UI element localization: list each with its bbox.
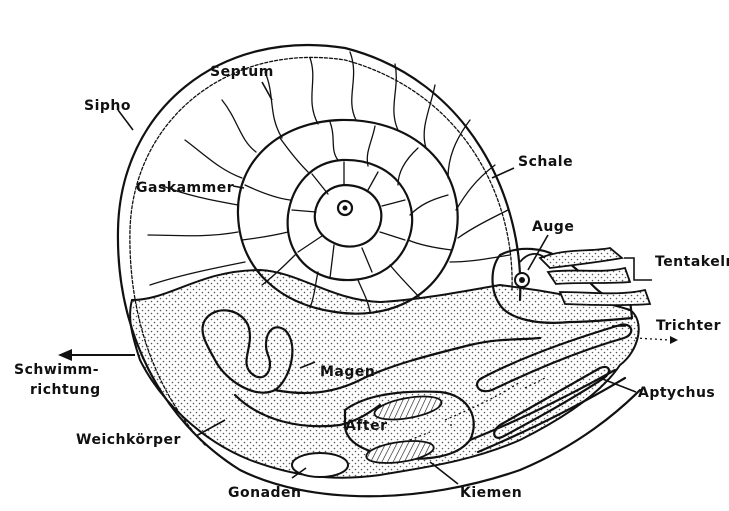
- label-kiemen: Kiemen: [460, 485, 522, 501]
- septa-center: [292, 162, 405, 278]
- inner-whorl: [238, 120, 458, 314]
- kiemen-leader: [430, 462, 458, 484]
- label-magen: Magen: [320, 364, 375, 380]
- gonaden-shape: [292, 453, 348, 477]
- label-auge: Auge: [532, 219, 574, 235]
- label-gonaden: Gonaden: [228, 485, 302, 501]
- label-trichter: Trichter: [656, 318, 721, 334]
- label-septum: Septum: [210, 64, 274, 80]
- auge-leader: [528, 235, 548, 270]
- label-weichkoerper: Weichkörper: [76, 432, 181, 448]
- label-schwimm: Schwimm-: [14, 362, 99, 378]
- septa-outer: [148, 52, 510, 285]
- label-sipho: Sipho: [84, 98, 131, 114]
- swim-direction-arrow: [58, 349, 135, 361]
- label-aptychus: Aptychus: [638, 385, 715, 401]
- label-after: After: [345, 418, 388, 434]
- label-richtung: richtung: [30, 382, 101, 398]
- inner-whorl-2: [288, 160, 413, 280]
- inner-whorl-3: [315, 185, 382, 247]
- label-tentakeln: Tentakeln: [655, 254, 729, 270]
- label-gaskammer: Gaskammer: [136, 180, 234, 196]
- label-schale: Schale: [518, 154, 573, 170]
- flow-arrow-3: [635, 338, 670, 340]
